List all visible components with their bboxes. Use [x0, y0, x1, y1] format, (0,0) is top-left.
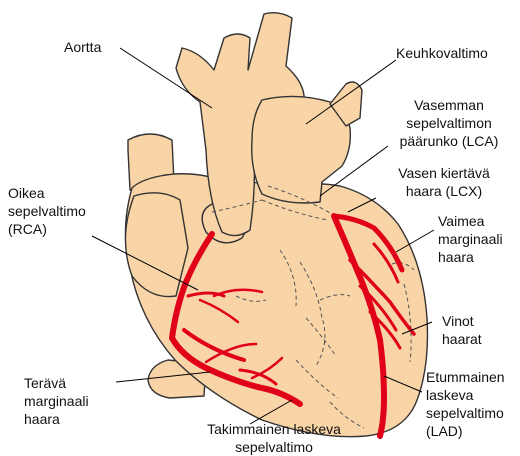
- label-lca: Vasemman sepelvaltimon päärunko (LCA): [390, 96, 508, 150]
- label-aorta: Aortta: [64, 38, 101, 56]
- label-rca: Oikea sepelvaltimo (RCA): [8, 184, 86, 238]
- label-pulmonary-artery: Keuhkovaltimo: [396, 44, 488, 62]
- label-acute-marginal: Terävä marginaali haara: [24, 374, 89, 428]
- label-lad: Etummainen laskeva sepelvaltimo (LAD): [426, 368, 505, 440]
- label-obtuse-marginal: Vaimea marginaali haara: [438, 212, 503, 266]
- label-lcx: Vasen kiertävä haara (LCX): [392, 164, 496, 200]
- label-pda: Takimmainen laskeva sepelvaltimo: [190, 420, 358, 456]
- label-diagonal-branches: Vinot haarat: [442, 312, 482, 348]
